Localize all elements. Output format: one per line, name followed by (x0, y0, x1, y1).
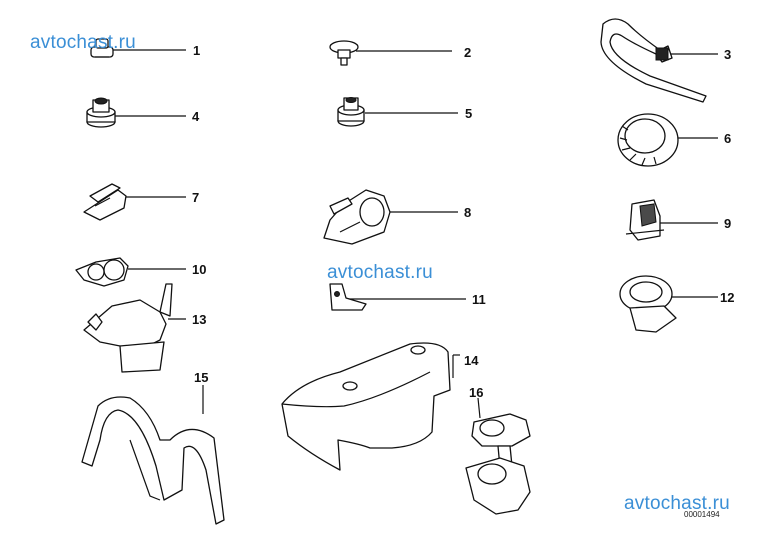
part-12-clamp (619, 275, 677, 333)
callout-2: 2 (464, 45, 472, 60)
callout-9: 9 (724, 216, 732, 231)
callout-11: 11 (472, 292, 486, 307)
callout-1: 1 (193, 43, 201, 58)
part-14-cover (281, 342, 451, 471)
watermark-bottom-right: avtochast.ru (624, 493, 730, 514)
watermark-top-left: avtochast.ru (30, 32, 136, 53)
part-3-cable-tie (600, 18, 707, 103)
part-5-nut (337, 97, 365, 127)
part-13-bracket (83, 283, 173, 373)
part-10-holder (75, 257, 129, 287)
part-7-clip (83, 183, 127, 221)
callout-14: 14 (464, 353, 479, 368)
part-11-bracket (329, 283, 367, 311)
callout-12: 12 (720, 290, 735, 305)
callout-4: 4 (192, 109, 200, 124)
callout-16: 16 (469, 385, 484, 400)
part-1-bolt (90, 38, 114, 58)
callout-6: 6 (724, 131, 732, 146)
part-9-clip (625, 199, 665, 241)
callout-8: 8 (464, 205, 472, 220)
callout-5: 5 (465, 106, 473, 121)
watermark-center: avtochast.ru (327, 262, 433, 283)
drawing-code: 00001494 (684, 510, 720, 519)
part-4-collar-nut (86, 97, 116, 128)
callout-7: 7 (192, 190, 200, 205)
part-2-rivet (329, 40, 359, 66)
callout-15: 15 (194, 370, 209, 385)
part-6-ring (617, 113, 679, 167)
callout-3: 3 (724, 47, 732, 62)
callout-10: 10 (192, 262, 207, 277)
part-16-double-clip (465, 413, 531, 515)
part-8-pipe-clip (323, 189, 391, 245)
leader-lines (112, 49, 718, 419)
part-15-bracket (81, 396, 225, 525)
callout-13: 13 (192, 312, 207, 327)
